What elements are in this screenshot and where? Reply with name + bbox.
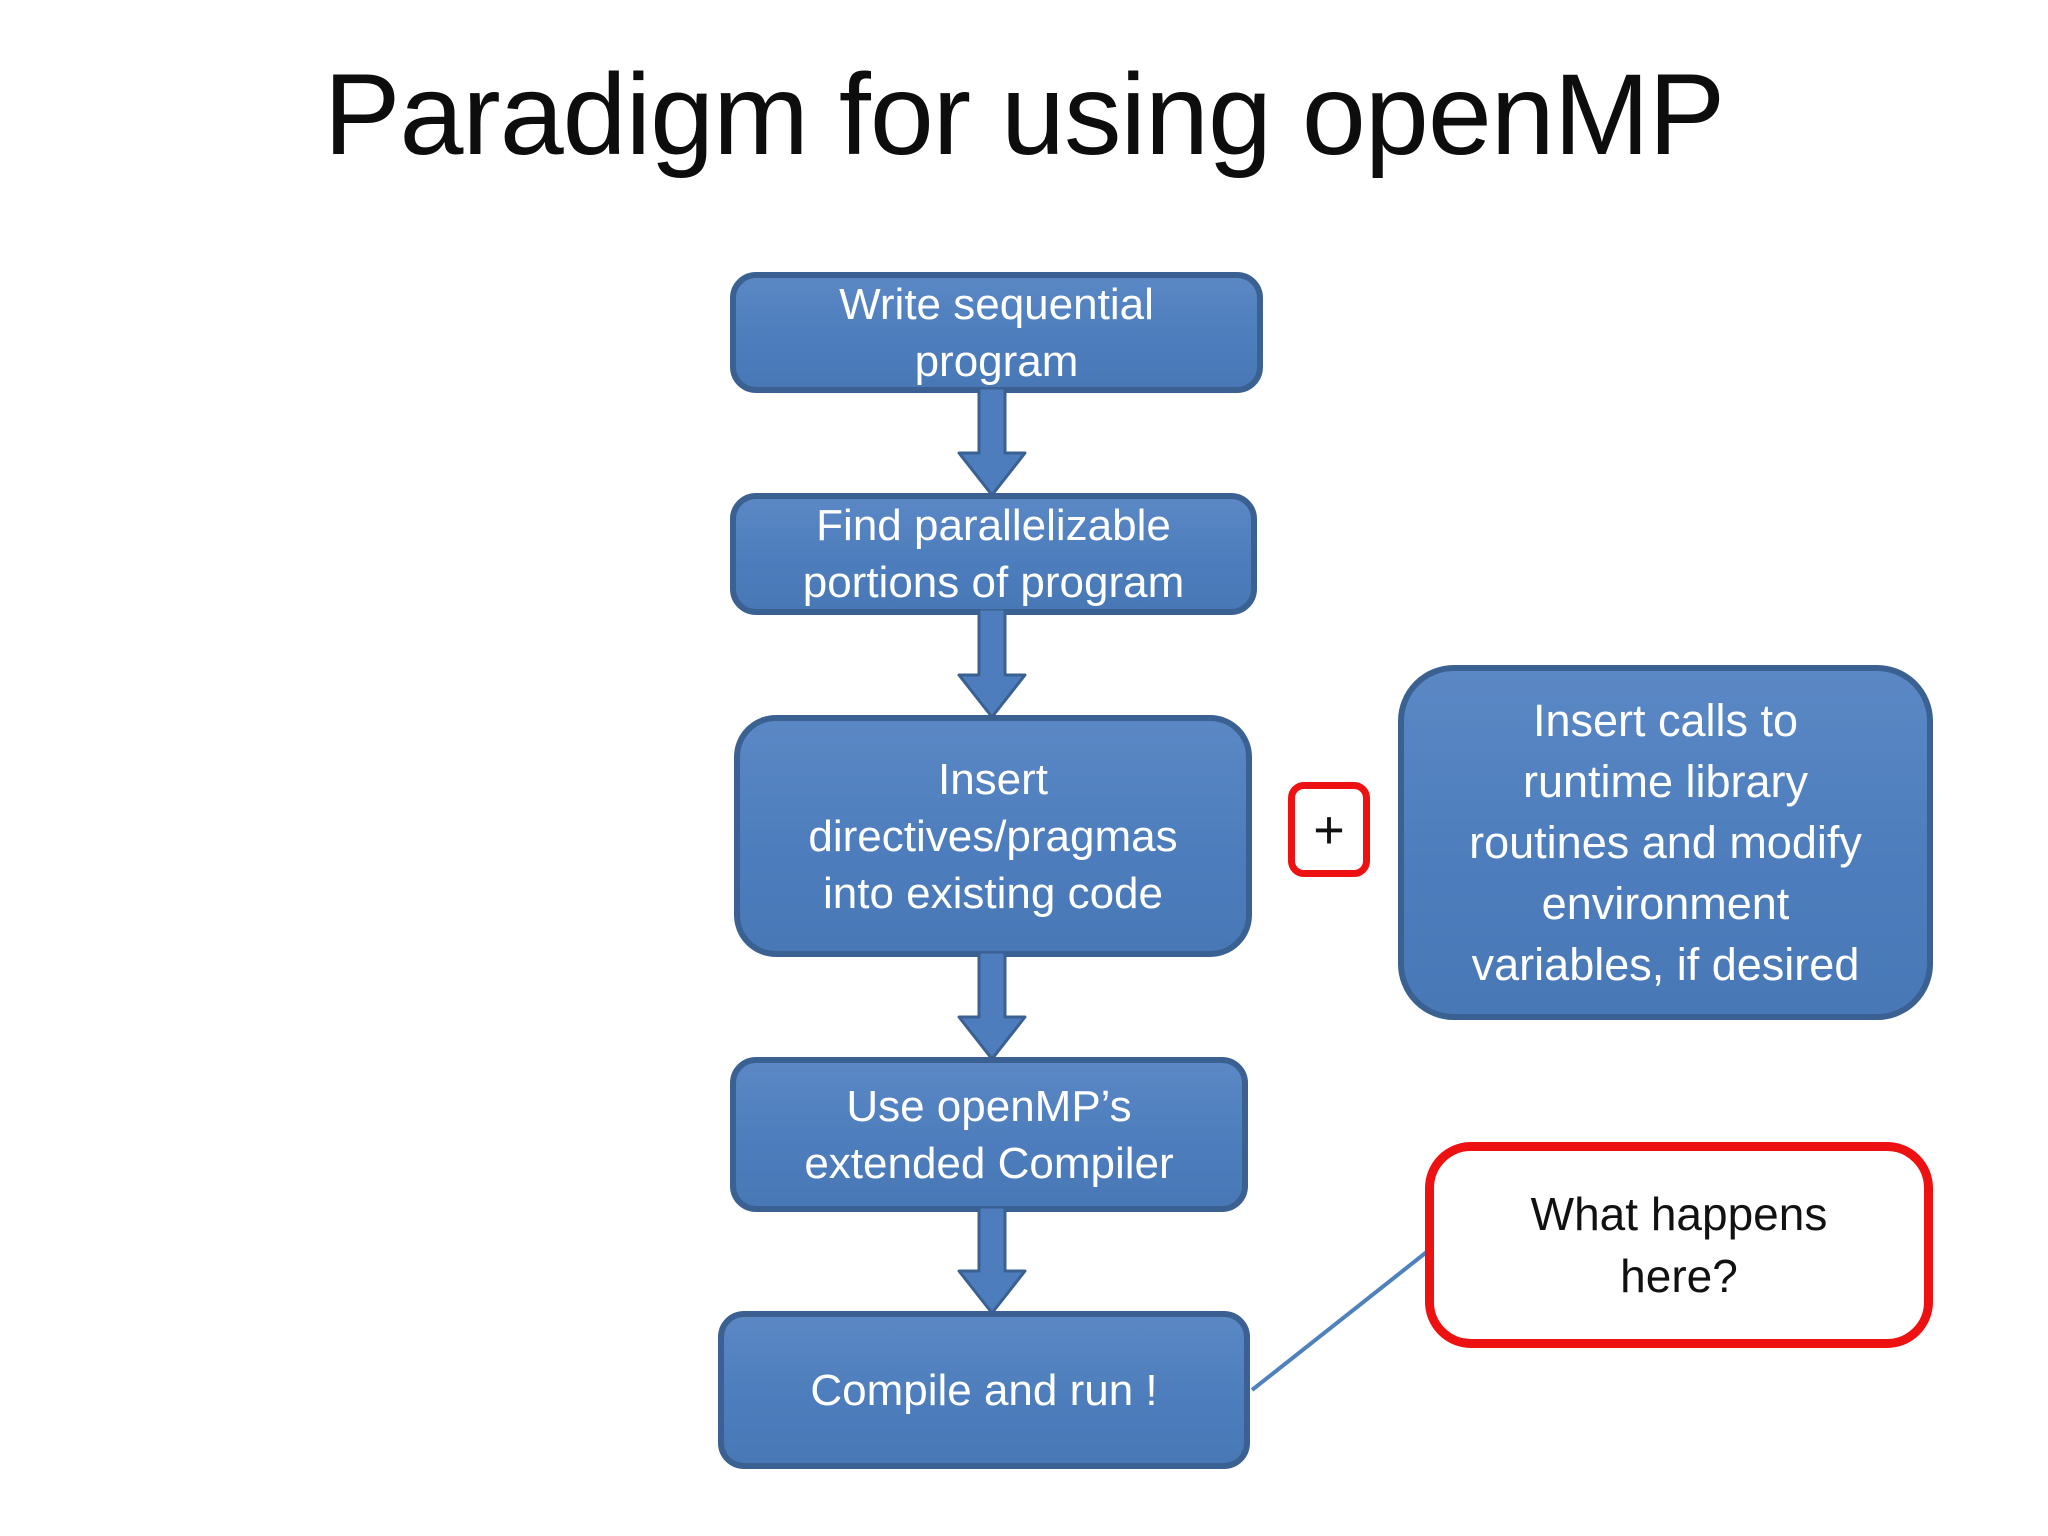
flow-arrow-down-3 — [957, 952, 1027, 1061]
plus-sign: + — [1313, 799, 1345, 860]
slide-title: Paradigm for using openMP — [323, 51, 1725, 179]
flow-step-label: Use openMP’s extended Compiler — [804, 1081, 1174, 1188]
callout-what-happens-here: What happens here? — [1425, 1142, 1933, 1348]
flow-step-label: Write sequential program — [839, 279, 1154, 386]
flow-arrow-down-2 — [957, 609, 1027, 719]
flow-arrow-down-1 — [957, 388, 1027, 497]
flow-step-insert-directives-pragmas: Insert directives/pragmas into existing … — [734, 715, 1252, 957]
flow-step-compile-and-run: Compile and run ! — [718, 1311, 1250, 1469]
flow-step-label: Compile and run ! — [810, 1365, 1158, 1415]
side-note-label: Insert calls to runtime library routines… — [1469, 695, 1862, 990]
side-note-runtime-library: Insert calls to runtime library routines… — [1398, 665, 1933, 1020]
plus-sign-badge: + — [1288, 782, 1370, 877]
flow-step-label: Find parallelizable portions of program — [802, 501, 1185, 607]
flow-step-write-sequential-program: Write sequential program — [730, 272, 1263, 393]
callout-connector-line — [1250, 1245, 1435, 1392]
flow-step-use-openmp-compiler: Use openMP’s extended Compiler — [730, 1057, 1248, 1212]
flow-step-label: Insert directives/pragmas into existing … — [808, 754, 1178, 918]
flow-step-find-parallelizable-portions: Find parallelizable portions of program — [730, 493, 1257, 615]
flow-arrow-down-4 — [957, 1207, 1027, 1315]
callout-label: What happens here? — [1530, 1188, 1828, 1302]
